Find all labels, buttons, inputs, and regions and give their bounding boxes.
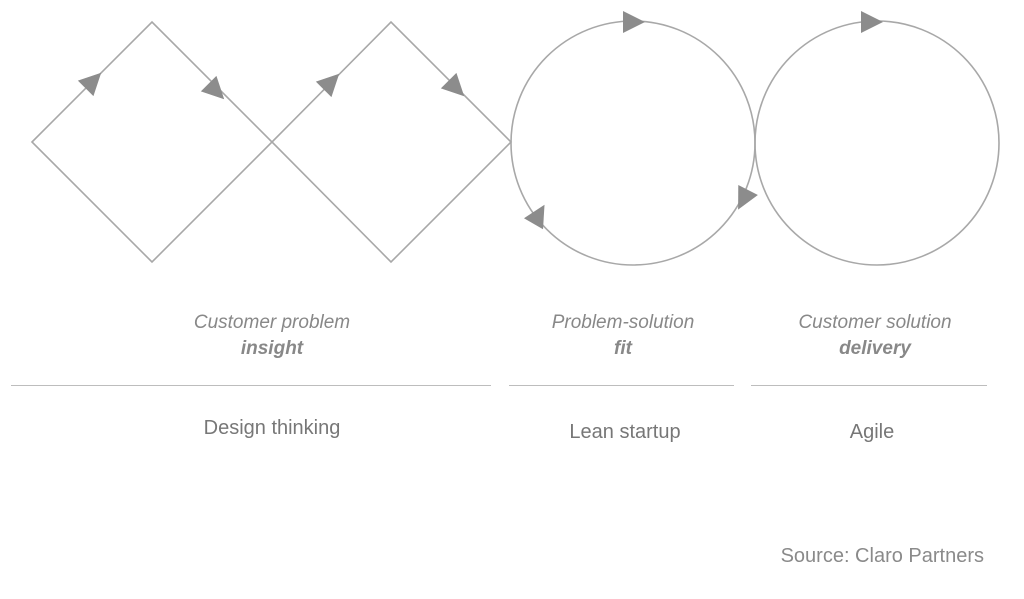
phase-label-problem-solution: Problem-solution fit — [503, 310, 743, 362]
method-label-design-thinking: Design thinking — [203, 417, 341, 439]
circle-agile — [754, 20, 1000, 266]
method-label-lean-startup: Lean startup — [569, 421, 681, 443]
method-label-agile: Agile — [849, 421, 895, 443]
divider-lean-startup — [509, 385, 734, 386]
phase-label-customer-problem: Customer problem insight — [132, 310, 412, 362]
phase-strong-text: insight — [240, 338, 304, 359]
phase-label-customer-solution: Customer solution delivery — [745, 310, 1005, 362]
diamond-left — [30, 20, 274, 264]
phase-light-text: Customer problem — [193, 312, 351, 333]
arrow-icon — [861, 11, 883, 33]
phase-strong-text: delivery — [839, 338, 911, 359]
phase-light-text: Problem-solution — [551, 312, 695, 333]
arrow-icon — [523, 204, 545, 230]
diagram-shapes — [30, 11, 1000, 266]
divider-agile — [751, 385, 987, 386]
phase-light-text: Customer solution — [798, 312, 952, 333]
diamond-right — [270, 20, 513, 264]
divider-design-thinking — [11, 385, 491, 386]
arrow-icon — [77, 72, 102, 97]
circle-lean-startup — [510, 20, 756, 266]
source-credit: Source: Claro Partners — [780, 545, 984, 567]
arrow-icon — [200, 75, 225, 100]
arrow-icon — [738, 184, 758, 210]
phase-strong-text: fit — [614, 338, 632, 359]
arrow-icon — [623, 11, 645, 33]
